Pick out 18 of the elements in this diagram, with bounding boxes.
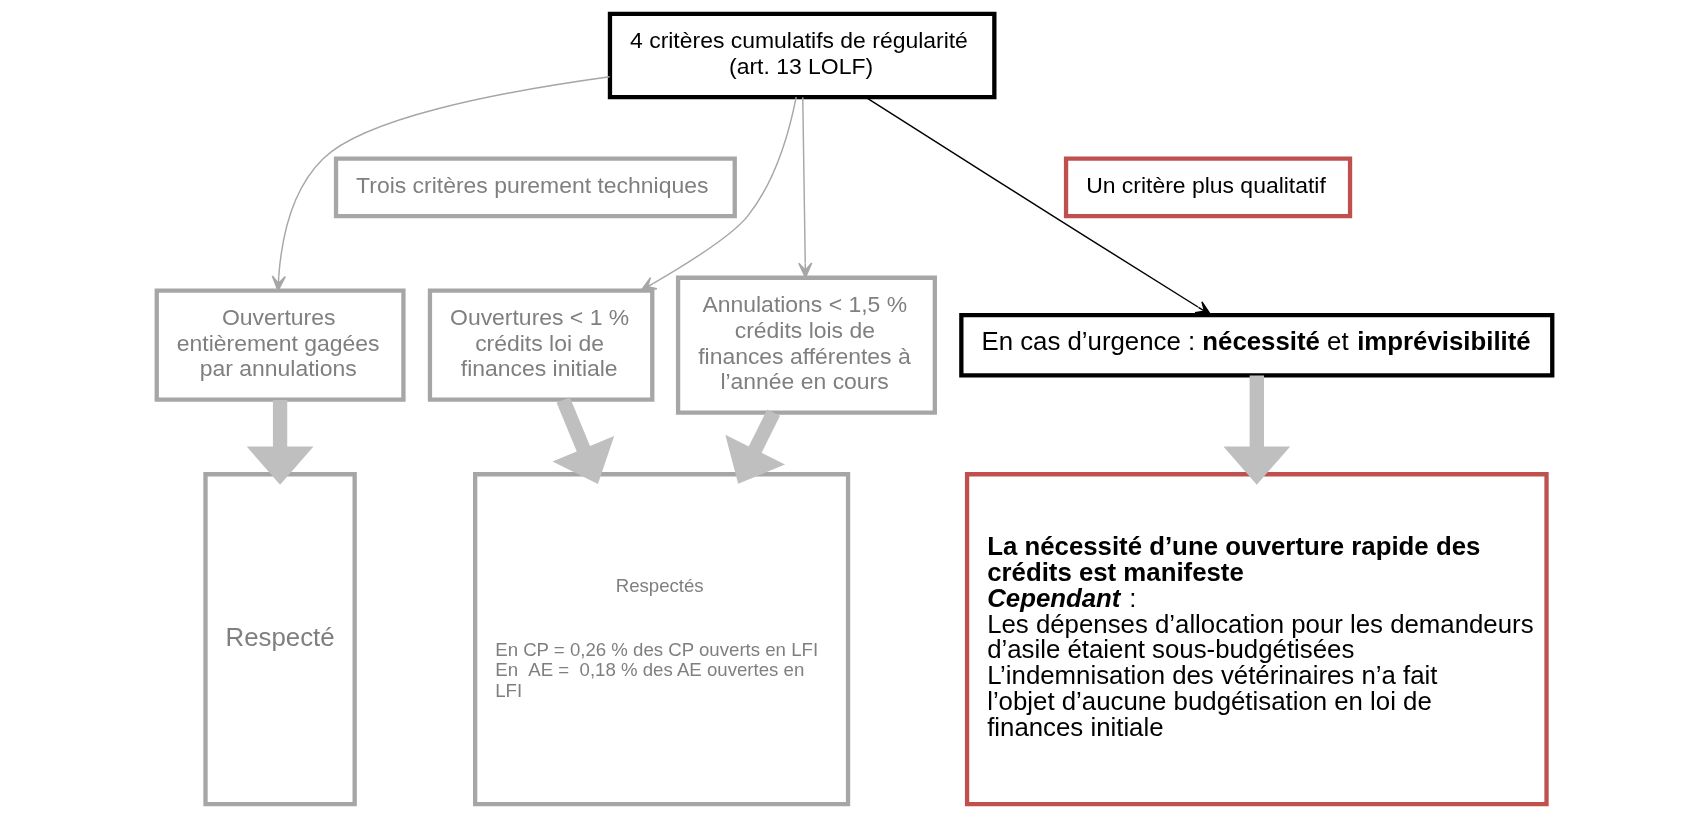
node-box: Annulations < 1,5 % crédits lois de finances afférentes à l’année en cours [675, 275, 937, 415]
arrow [552, 397, 614, 484]
node-box: Respecté [202, 472, 357, 807]
node-box: Ouvertures < 1 % crédits loi de finances initiale [427, 288, 654, 402]
node-box: Trois critères purement techniques [333, 156, 737, 219]
node-box: Un critère plus qualitatif [1063, 156, 1352, 219]
node-box: Respectés En CP = 0,26 % des CP ouverts en LFI En AE = 0,18 % des AE ouvertes en LFI [472, 472, 850, 807]
arrow [864, 96, 1211, 316]
node-box: Ouvertures entièrement gagées par annulations [154, 288, 406, 402]
node-box: La nécessité d’une ouverture rapide des crédits est manifeste Cependant : Les dépenses d’allocation pour les demandeurs d’asile étaient sous-budgétisées L’indemnisation des vétérinaires n’a fait l’objet d’aucune budgétisation en loi de finances initiale [964, 472, 1549, 807]
node-box: En cas d’urgence : nécessité et imprévisibilité [958, 312, 1554, 378]
arrow [246, 400, 313, 485]
arrow [724, 409, 785, 484]
arrow [271, 76, 610, 292]
node-box: 4 critères cumulatifs de régularité (art. 13 LOLF) [607, 11, 996, 100]
arrow [797, 96, 812, 279]
arrow [1222, 375, 1290, 485]
arrow [640, 96, 797, 292]
